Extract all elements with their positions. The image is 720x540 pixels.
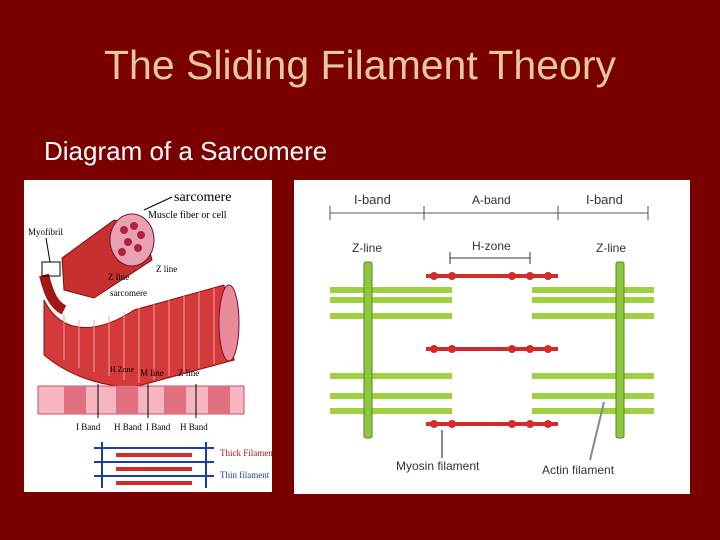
filament-detail bbox=[94, 442, 214, 488]
sarcomere-title: sarcomere bbox=[174, 190, 232, 205]
thick-filament-label: Thick Filament bbox=[220, 448, 272, 458]
i-band-1-label: I Band bbox=[76, 422, 101, 432]
z-line-right bbox=[615, 261, 625, 439]
z-line-right-label: Z-line bbox=[596, 241, 626, 255]
band-axis-ticks bbox=[329, 206, 649, 220]
h-band-2-label: H Band bbox=[180, 422, 208, 432]
myofibril-label: Myofibril bbox=[28, 227, 63, 237]
muscle-fiber-label: Muscle fiber or cell bbox=[148, 210, 227, 221]
muscle-fiber-svg: sarcomere Muscle fiber or cell Myofibril… bbox=[28, 190, 272, 488]
actin-pointer bbox=[589, 401, 605, 461]
h-zone-bracket bbox=[449, 252, 531, 264]
single-myofibril bbox=[39, 273, 67, 315]
band-z-lines bbox=[97, 384, 197, 418]
h-zone-label: H Zone bbox=[110, 365, 135, 374]
fiber-striations bbox=[63, 288, 215, 383]
sarcomere-svg: I-band A-band I-band Z-line H-zone Z-lin… bbox=[329, 192, 654, 477]
muscle-fiber-illustration: sarcomere Muscle fiber or cell Myofibril… bbox=[24, 180, 272, 492]
i-band-2-label: I Band bbox=[146, 422, 171, 432]
z-line-low-label: Z line bbox=[178, 368, 199, 378]
z-line-left bbox=[363, 261, 373, 439]
sarcomere-label: sarcomere bbox=[110, 288, 147, 298]
actin-filament-label: Actin filament bbox=[542, 463, 615, 477]
m-line-label: M line bbox=[140, 368, 164, 378]
i-band-right-label: I-band bbox=[586, 192, 623, 207]
h-band-1-label: H Band bbox=[114, 422, 142, 432]
sarcomere-schematic: I-band A-band I-band Z-line H-zone Z-lin… bbox=[294, 180, 690, 494]
myofibril-pointer bbox=[45, 237, 51, 263]
myosin-filament-label: Myosin filament bbox=[396, 459, 480, 473]
band-stripes bbox=[64, 386, 230, 414]
h-zone-label: H-zone bbox=[472, 239, 511, 253]
i-band-left-label: I-band bbox=[354, 192, 391, 207]
slide-subtitle: Diagram of a Sarcomere bbox=[44, 136, 328, 166]
slide-title: The Sliding Filament Theory bbox=[104, 42, 616, 88]
z-line-mid-label: Z line bbox=[156, 264, 177, 274]
z-line-left-label: Z-line bbox=[352, 241, 382, 255]
fiber-cross-section bbox=[218, 284, 240, 362]
myofibril-marker bbox=[41, 261, 61, 277]
actin-filaments bbox=[330, 287, 654, 414]
thin-filament-label: Thin filament bbox=[220, 470, 270, 480]
a-band-label: A-band bbox=[472, 193, 511, 207]
myosin-heads bbox=[430, 272, 552, 428]
z-line-upper-label: Z line bbox=[108, 272, 129, 282]
bundle-cross-section bbox=[109, 213, 155, 267]
bundle-fibrils bbox=[118, 222, 145, 256]
sarcomere-pointer bbox=[143, 196, 173, 211]
